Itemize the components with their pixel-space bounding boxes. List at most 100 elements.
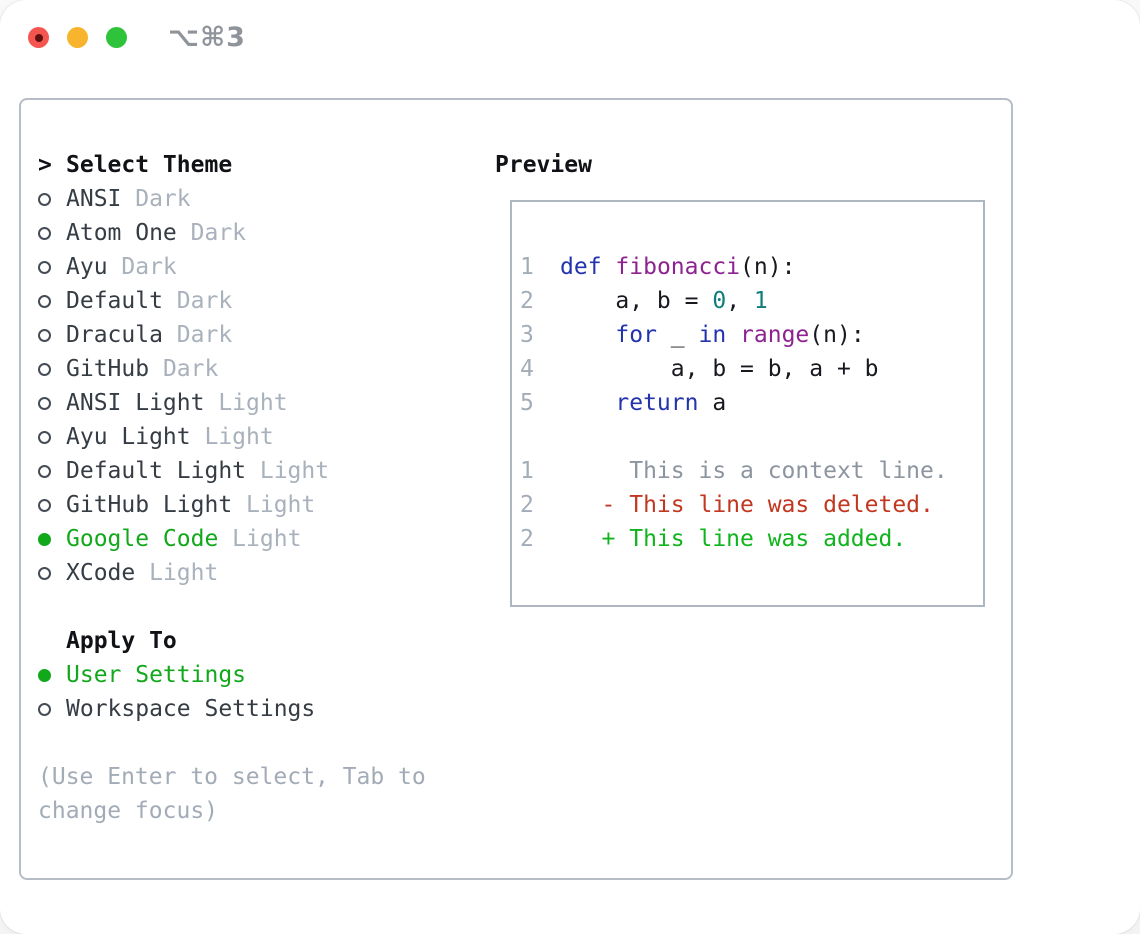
code-token-pl: (n): <box>740 254 796 280</box>
theme-option-default[interactable]: Default Dark <box>38 284 495 318</box>
code-token-kw: def <box>560 254 602 280</box>
radio-selected-icon <box>38 668 66 682</box>
window-title: ⌥⌘3 <box>168 22 246 53</box>
line-number: 2 <box>520 288 534 314</box>
line-number: 1 <box>520 254 534 280</box>
code-token-fn: fibonacci <box>615 254 741 280</box>
radio-icon <box>38 260 66 274</box>
select-theme-header-label: Select Theme <box>66 152 233 178</box>
code-token-pl: (n): <box>809 322 865 348</box>
code-token-pl <box>602 254 616 280</box>
code-line: 1 def fibonacci(n): <box>520 250 983 284</box>
code-line: 2 + This line was added. <box>520 522 983 556</box>
code-token-num: 0 <box>712 288 727 314</box>
traffic-lights <box>28 27 127 48</box>
radio-icon <box>38 396 51 410</box>
theme-option-github-light[interactable]: GitHub Light Light <box>38 488 495 522</box>
theme-name: Google Code <box>66 526 219 552</box>
theme-option-xcode[interactable]: XCode Light <box>38 556 495 590</box>
theme-name: Default <box>66 288 163 314</box>
theme-variant-tag: Dark <box>176 220 247 246</box>
code-token-pl: _ <box>656 322 699 348</box>
apply-to-option-label: Workspace Settings <box>66 696 316 722</box>
spacer <box>38 590 495 624</box>
focus-caret-icon: > <box>38 152 52 178</box>
code-token-pl: a <box>698 390 727 416</box>
code-line: 2 - This line was deleted. <box>520 488 983 522</box>
theme-variant-tag: Light <box>246 458 330 484</box>
theme-variant-tag: Light <box>204 390 288 416</box>
radio-icon <box>38 226 66 240</box>
radio-icon <box>38 396 66 410</box>
theme-variant-tag: Light <box>135 560 219 586</box>
code-token-pl <box>726 322 740 348</box>
radio-selected-icon <box>38 668 51 682</box>
radio-icon <box>38 702 66 716</box>
theme-name: XCode <box>66 560 136 586</box>
radio-icon <box>38 362 51 376</box>
radio-icon <box>38 328 51 342</box>
code-token-fn: range <box>740 322 810 348</box>
theme-variant-tag: Light <box>190 424 274 450</box>
theme-variant-tag: Light <box>232 492 316 518</box>
line-number: 2 <box>520 526 534 552</box>
theme-option-atom-one[interactable]: Atom One Dark <box>38 216 495 250</box>
theme-name: ANSI <box>66 186 122 212</box>
line-number: 1 <box>520 458 534 484</box>
zoom-button[interactable] <box>106 27 127 48</box>
theme-name: ANSI Light <box>66 390 205 416</box>
code-token-ctx: This is a context line. <box>560 458 948 484</box>
line-number: 4 <box>520 356 534 382</box>
close-button[interactable] <box>28 27 49 48</box>
radio-icon <box>38 192 51 206</box>
code-token-add: + This line was added. <box>560 526 907 552</box>
code-line: 3 for _ in range(n): <box>520 318 983 352</box>
close-button-dot-icon <box>34 33 43 42</box>
radio-selected-icon <box>38 532 66 546</box>
theme-variant-tag: Dark <box>107 254 177 280</box>
theme-variant-tag: Dark <box>162 322 233 348</box>
line-number: 3 <box>520 322 534 348</box>
code-token-pl <box>560 322 615 348</box>
code-token-pl: , <box>726 288 754 314</box>
code-token-kw: for <box>615 322 657 348</box>
code-line <box>520 420 983 454</box>
code-token-del: - This line was deleted. <box>560 492 934 518</box>
apply-to-header-label: Apply To <box>66 628 177 654</box>
line-number: 5 <box>520 390 534 416</box>
theme-option-ayu[interactable]: Ayu Dark <box>38 250 495 284</box>
theme-option-default-light[interactable]: Default Light Light <box>38 454 495 488</box>
radio-icon <box>38 464 51 478</box>
theme-option-github[interactable]: GitHub Dark <box>38 352 495 386</box>
apply-to-option-user-settings[interactable]: User Settings <box>38 658 495 692</box>
theme-name: GitHub Light <box>66 492 233 518</box>
minimize-button[interactable] <box>67 27 88 48</box>
theme-name: Atom One <box>66 220 177 246</box>
code-token-kw: in <box>698 322 727 348</box>
line-number: 2 <box>520 492 534 518</box>
theme-option-ansi[interactable]: ANSI Dark <box>38 182 495 216</box>
theme-option-ansi-light[interactable]: ANSI Light Light <box>38 386 495 420</box>
theme-option-google-code[interactable]: Google Code Light <box>38 522 495 556</box>
theme-option-dracula[interactable]: Dracula Dark <box>38 318 495 352</box>
theme-variant-tag: Dark <box>162 288 233 314</box>
radio-icon <box>38 566 66 580</box>
preview-header: Preview <box>495 152 592 178</box>
code-token-num: 1 <box>753 288 768 314</box>
theme-option-ayu-light[interactable]: Ayu Light Light <box>38 420 495 454</box>
radio-icon <box>38 226 51 240</box>
code-line: 2 a, b = 0, 1 <box>520 284 983 318</box>
theme-variant-tag: Dark <box>121 186 191 212</box>
radio-icon <box>38 328 66 342</box>
apply-to-option-workspace-settings[interactable]: Workspace Settings <box>38 692 495 726</box>
select-theme-header: > Select Theme <box>38 148 495 182</box>
radio-icon <box>38 192 66 206</box>
code-line: 1 This is a context line. <box>520 454 983 488</box>
radio-icon <box>38 566 51 580</box>
